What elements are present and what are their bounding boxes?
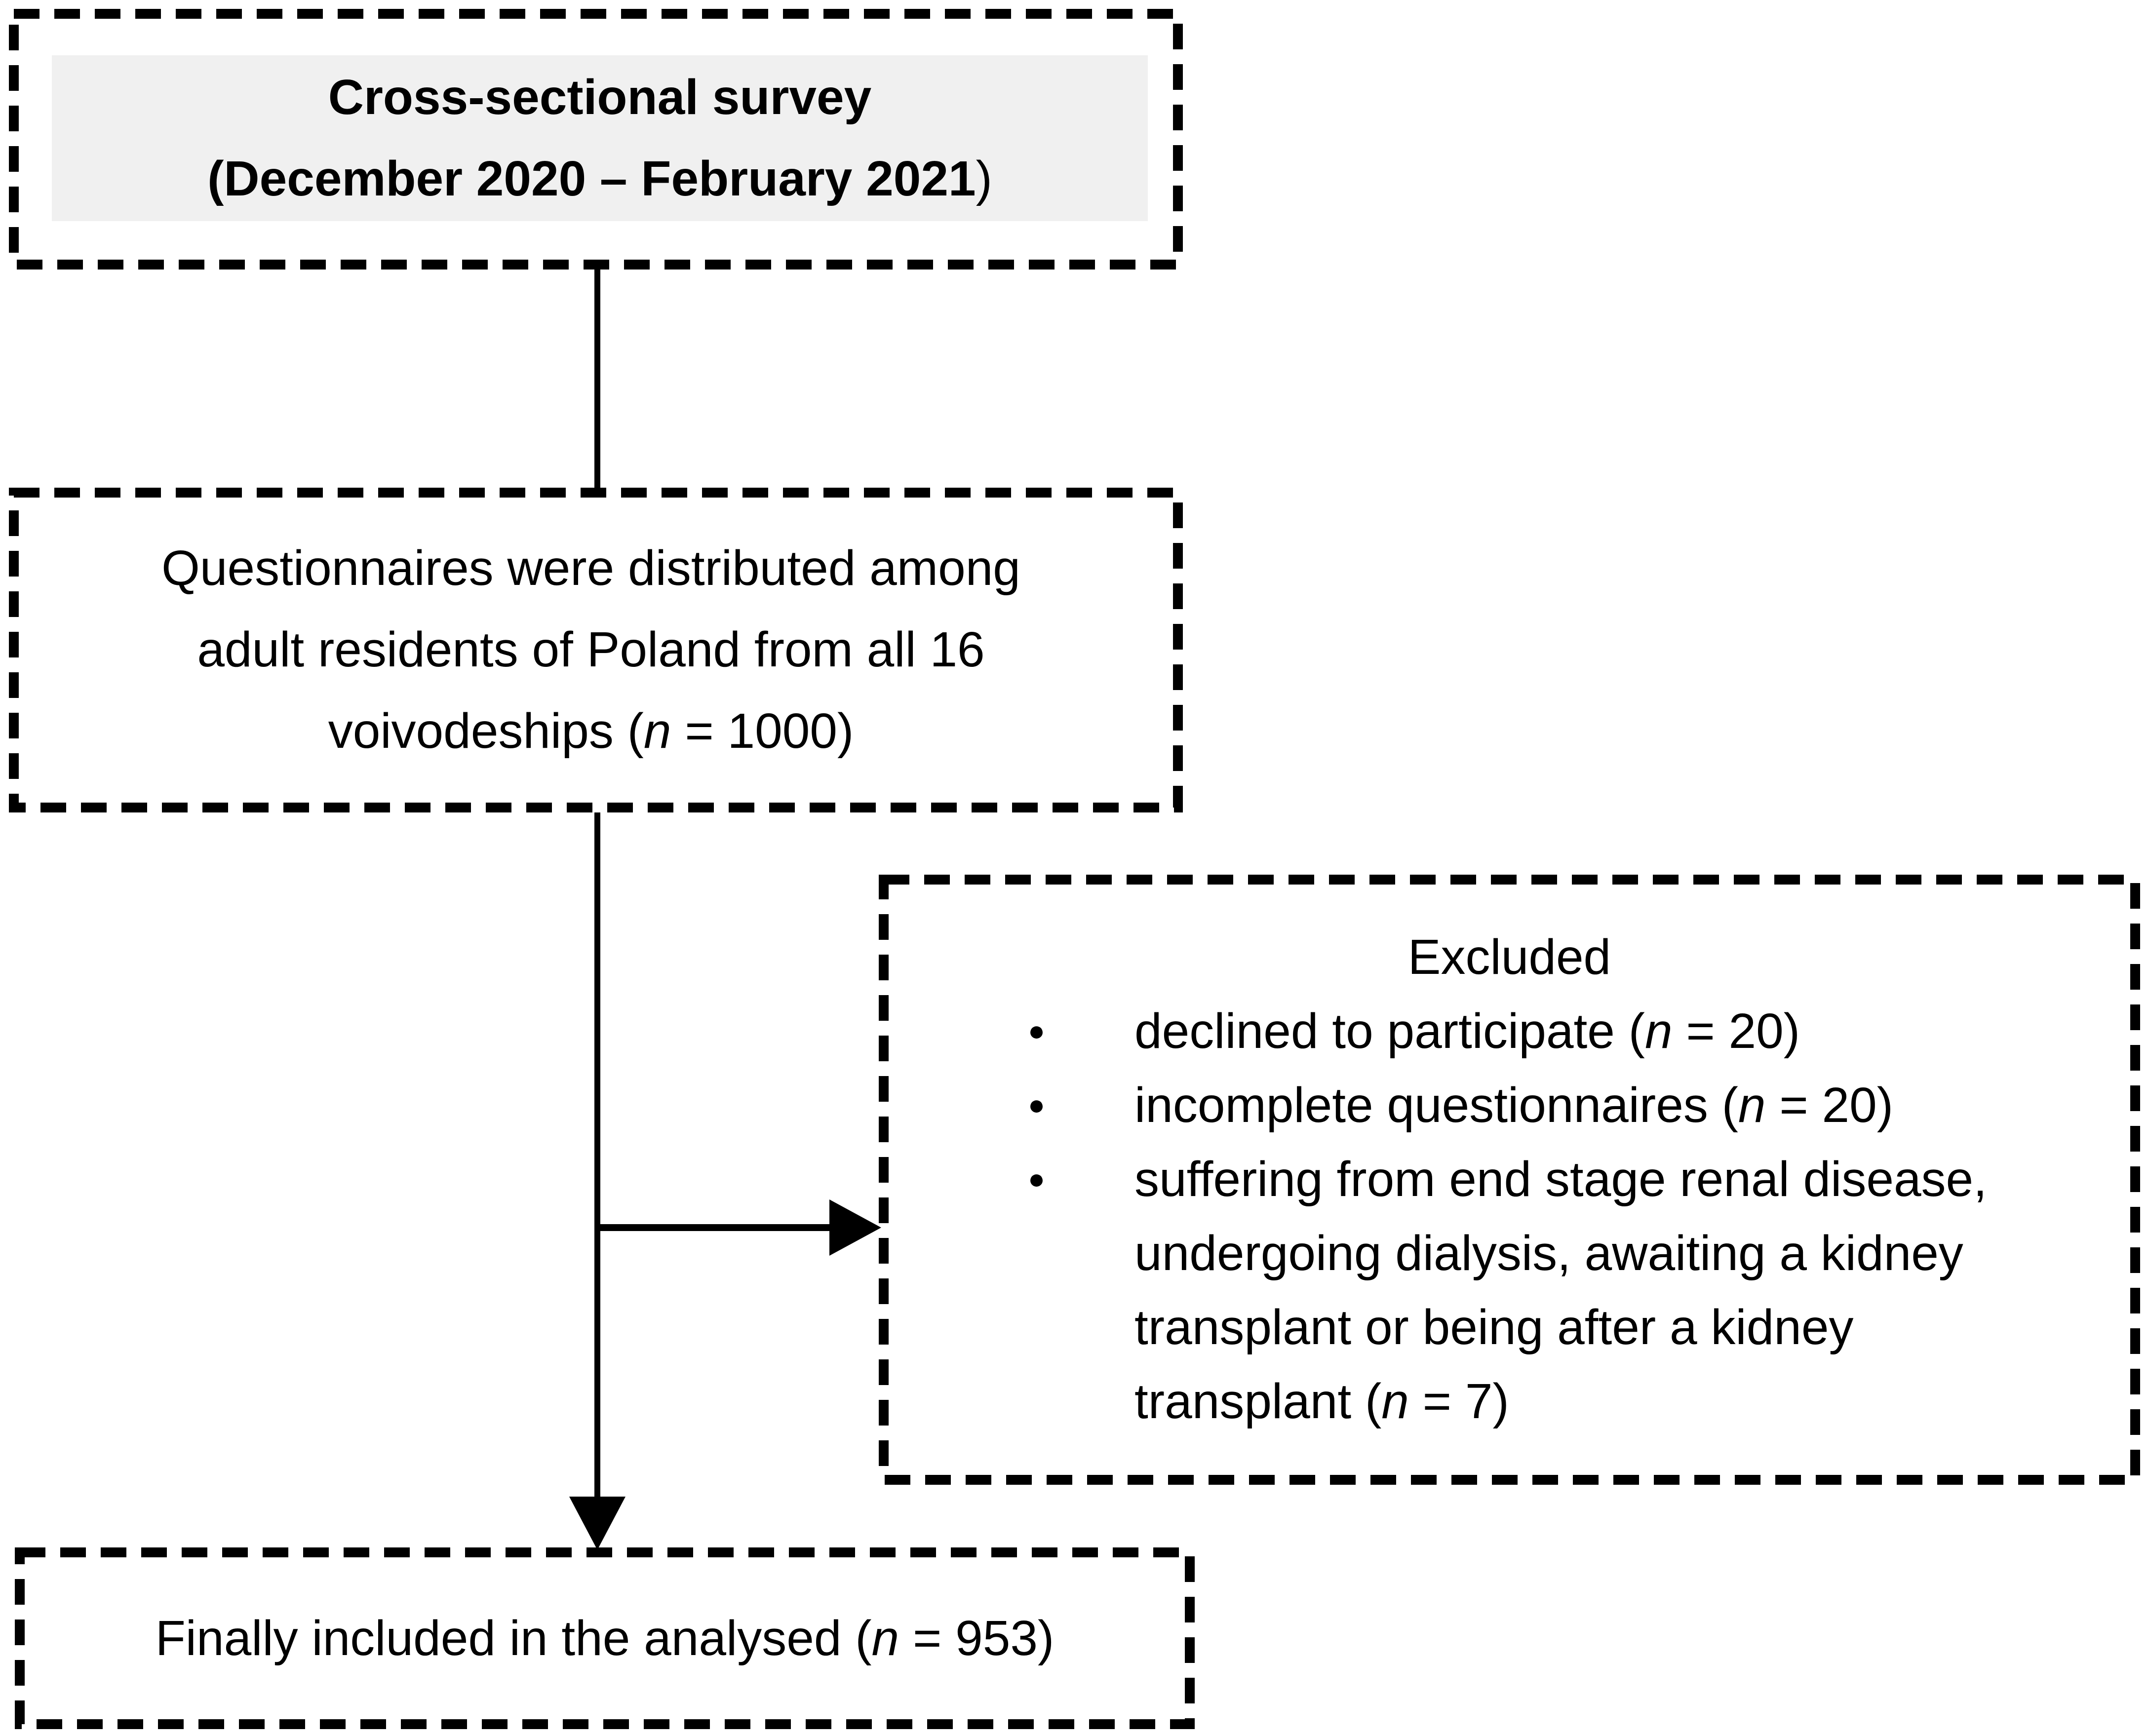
distribution-line3: voivodeships (n = 1000) <box>328 691 854 772</box>
distribution-line3-n: n <box>643 703 671 759</box>
final-box-border <box>15 1547 1195 1729</box>
distribution-box-border <box>9 488 1183 812</box>
bullet-icon: ● <box>1028 1089 1046 1121</box>
excluded-item-renal: ● suffering from end stage renal disease… <box>889 1142 2130 1438</box>
excluded-item-renal-line1: suffering from end stage renal disease, <box>1134 1152 1987 1207</box>
arrowhead-down-icon <box>569 1497 625 1550</box>
survey-box-border <box>9 9 1183 270</box>
excluded-item-incomplete: ● incomplete questionnaires (n = 20) <box>889 1068 2130 1142</box>
distribution-box-text: Questionnaires were distributed among ad… <box>19 498 1163 802</box>
final-box-post: = 953) <box>899 1610 1055 1666</box>
distribution-line3-post: = 1000) <box>671 703 854 759</box>
survey-title-line1: Cross-sectional survey <box>328 70 872 125</box>
survey-title-line2: (December 2020 – February 2021) <box>207 138 992 220</box>
excluded-box-border <box>879 875 2140 1485</box>
excluded-item-declined: ● declined to participate (n = 20) <box>889 994 2130 1068</box>
survey-title-band: Cross-sectional survey (December 2020 – … <box>52 55 1148 221</box>
excluded-title: Excluded <box>1407 929 1611 985</box>
bullet-icon: ● <box>1028 1015 1046 1047</box>
arrowhead-right-icon <box>829 1199 881 1256</box>
distribution-line3-pre: voivodeships ( <box>328 703 644 759</box>
survey-title-line2-main: (December 2020 – February 2021 <box>207 151 976 206</box>
excluded-item-incomplete-text: incomplete questionnaires (n = 20) <box>1134 1078 1894 1133</box>
excluded-box-content: Excluded ● declined to participate (n = … <box>889 885 2130 1475</box>
final-box-pre: Finally included in the analysed ( <box>155 1610 872 1666</box>
survey-title-line2-paren: ) <box>976 151 992 206</box>
excluded-item-renal-line3: transplant or being after a kidney <box>1134 1300 1854 1355</box>
final-box-text: Finally included in the analysed (n = 95… <box>15 1547 1195 1729</box>
excluded-item-declined-text: declined to participate (n = 20) <box>1134 1003 1800 1059</box>
excluded-item-renal-line4: transplant (n = 7) <box>1134 1374 1509 1429</box>
final-box-n: n <box>871 1610 899 1666</box>
distribution-line1: Questionnaires were distributed among <box>161 540 1020 596</box>
bullet-icon: ● <box>1028 1163 1046 1195</box>
final-box-line: Finally included in the analysed (n = 95… <box>156 1610 1055 1667</box>
excluded-item-renal-line2: undergoing dialysis, awaiting a kidney <box>1134 1226 1963 1281</box>
distribution-line2: adult residents of Poland from all 16 <box>197 621 985 677</box>
